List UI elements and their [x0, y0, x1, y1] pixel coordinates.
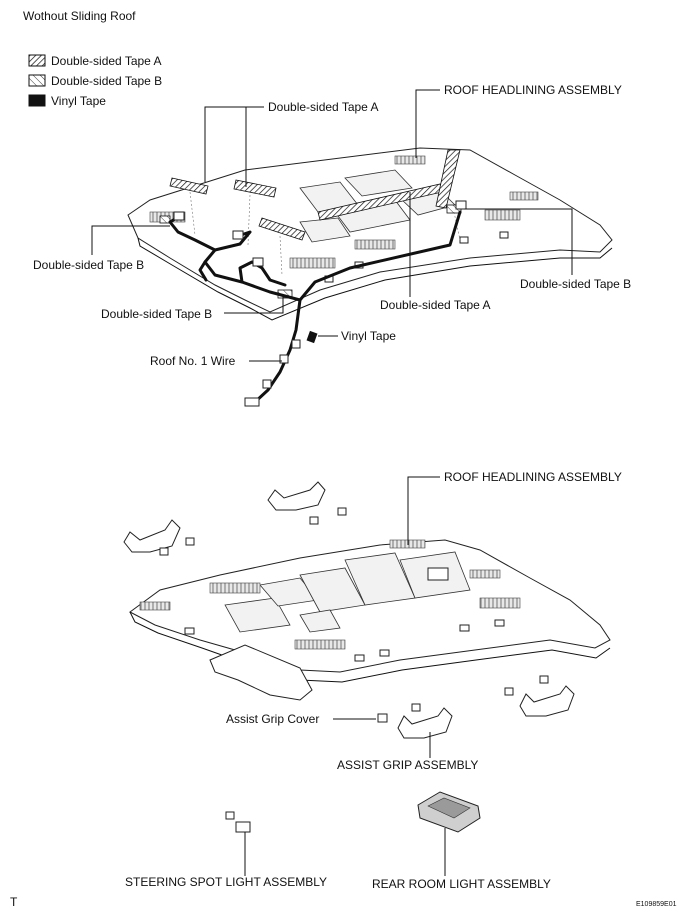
wire-connector: [279, 354, 289, 364]
label-assist-grip: ASSIST GRIP ASSEMBLY: [337, 758, 478, 772]
assist-grip-cover-icon: [539, 675, 549, 684]
steering-spot-light: [225, 811, 251, 833]
tape-b-patch: [159, 215, 171, 224]
tape-a-strip: [435, 149, 461, 209]
roof-wire-branch: [168, 214, 217, 252]
assist-grip-front-right: [397, 707, 453, 739]
label-tape-b-left: Double-sided Tape B: [33, 258, 144, 272]
label-tape-b-right: Double-sided Tape B: [520, 277, 631, 291]
legend-tape-a-label: Double-sided Tape A: [51, 54, 162, 68]
wire-connector: [244, 397, 260, 407]
page-title: Wothout Sliding Roof: [23, 9, 136, 23]
lower-rib-pad: [139, 601, 171, 611]
label-roof-headlining-upper: ROOF HEADLINING ASSEMBLY: [444, 83, 622, 97]
tape-a-swatch: [28, 54, 46, 67]
assist-grip-cover-icon: [337, 507, 347, 516]
assist-grip-cover-icon: [504, 687, 514, 696]
assist-grip-cover-icon: [185, 537, 195, 546]
legend-tape-b-label: Double-sided Tape B: [51, 74, 162, 88]
label-steering-spot-light: STEERING SPOT LIGHT ASSEMBLY: [125, 875, 327, 889]
lower-clip-slot: [354, 654, 365, 662]
wire-connector: [232, 230, 244, 240]
lower-clip-slot: [379, 649, 390, 657]
wire-connector: [455, 200, 467, 210]
upper-rib-pad: [394, 155, 426, 165]
upper-clip: [499, 231, 509, 239]
label-roof-headlining-lower: ROOF HEADLINING ASSEMBLY: [444, 470, 622, 484]
lower-rib-pad: [469, 569, 501, 579]
roof-wire-branch: [198, 260, 208, 282]
lower-panel: [299, 609, 341, 633]
upper-headlining: [127, 147, 613, 407]
label-tape-a-top: Double-sided Tape A: [268, 100, 379, 114]
vinyl-tape-piece: [306, 330, 318, 344]
spot-light-bulb: [225, 811, 235, 820]
upper-rib-pad: [289, 257, 336, 269]
wire-connector: [291, 339, 301, 349]
assist-grips: [123, 481, 575, 739]
upper-panel: [299, 217, 351, 243]
assist-grip-cover-icon: [309, 516, 319, 525]
label-roof-wire: Roof No. 1 Wire: [150, 354, 236, 368]
assist-grip-cover-icon: [159, 547, 169, 556]
assist-grip-cover-icon: [411, 703, 421, 712]
lower-rib-pad: [209, 582, 261, 594]
lower-front-flap: [209, 644, 313, 701]
lower-room-light-opening: [427, 567, 449, 581]
upper-rib-pad: [354, 239, 396, 250]
upper-rib-pad: [484, 209, 521, 221]
assist-grip-rear-left: [267, 481, 326, 511]
vinyl-tape-swatch: [28, 94, 46, 107]
roof-wire-harness: [253, 210, 462, 404]
tape-a-strip: [233, 179, 277, 198]
spot-light-housing: [235, 821, 251, 833]
footer-mark: T: [10, 895, 18, 909]
tape-a-strip: [258, 217, 306, 241]
lower-panel: [224, 597, 291, 633]
leader-roof-headlining-lower: [407, 476, 440, 545]
leader-roof-headlining: [415, 89, 440, 158]
tape-a-strip: [169, 177, 209, 195]
rear-room-light-lens: [427, 797, 471, 819]
leader-tape-b-left: [91, 225, 170, 255]
upper-clip: [459, 236, 469, 244]
lower-headlining: [129, 539, 611, 701]
legend: Double-sided Tape A Double-sided Tape B …: [28, 54, 162, 108]
lower-rib-pad: [479, 597, 521, 609]
label-assist-grip-cover: Assist Grip Cover: [226, 712, 319, 726]
wire-connector: [173, 211, 185, 221]
upper-leaders: [91, 89, 573, 362]
leader-tape-a-top: [204, 106, 264, 182]
rear-room-light: [417, 791, 481, 833]
label-tape-a-bottom: Double-sided Tape A: [380, 298, 491, 312]
lower-clip-slot: [459, 624, 470, 632]
label-tape-b-bottom: Double-sided Tape B: [101, 307, 212, 321]
label-vinyl-tape: Vinyl Tape: [341, 329, 396, 343]
lower-leaders: [244, 476, 446, 876]
assist-grip-front-left: [123, 519, 181, 553]
leader-tape-b-bottom: [224, 296, 284, 314]
upper-panel: [344, 169, 413, 197]
assist-grip-cover-icon: [377, 713, 388, 723]
wire-connector: [252, 257, 264, 267]
assist-grip-rear-right: [519, 685, 575, 717]
lower-clip-slot: [184, 627, 195, 635]
lower-clip-slot: [494, 619, 505, 627]
diagram-code: E109859E01: [636, 901, 677, 908]
legend-vinyl-tape-label: Vinyl Tape: [51, 94, 106, 108]
label-rear-room-light: REAR ROOM LIGHT ASSEMBLY: [372, 877, 551, 891]
lower-rib-pad: [294, 639, 346, 650]
tape-b-swatch: [28, 74, 46, 87]
upper-rib-pad: [509, 191, 539, 201]
leader-tape-b-right: [464, 208, 573, 275]
wire-connector: [262, 379, 272, 389]
